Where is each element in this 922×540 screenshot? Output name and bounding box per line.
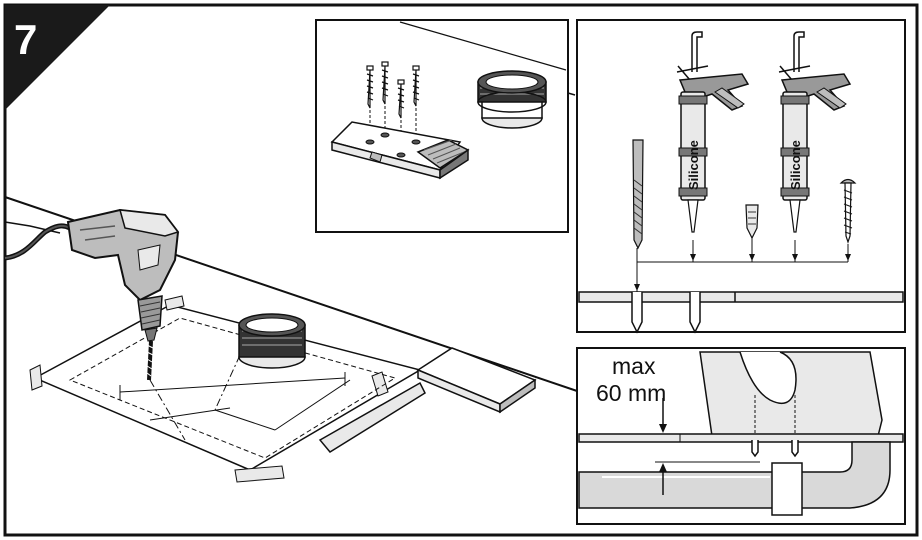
step-number: 7 <box>14 16 37 63</box>
sealant-panel: Silicone Silicone <box>576 19 906 334</box>
caulk-gun-icon: Silicone <box>676 31 750 233</box>
guide-arrowheads <box>634 254 851 291</box>
cutout-outline <box>68 317 397 459</box>
fixture-screws <box>754 395 796 440</box>
step-badge-bg <box>5 5 110 110</box>
wall-plug-icon <box>745 204 759 240</box>
pipe-icon <box>578 441 891 516</box>
tape-bottom <box>234 465 285 483</box>
worktop-section <box>578 433 904 443</box>
screw-icon <box>839 178 857 244</box>
main-scene <box>4 24 581 483</box>
bracket-icon <box>330 121 470 180</box>
clearance-value-label: 60 mm <box>596 380 666 406</box>
tape-top <box>164 295 185 311</box>
fixture-cutout <box>739 351 797 405</box>
flange-ring <box>238 313 306 369</box>
drilled-holes <box>631 292 701 334</box>
step-badge: 7 <box>5 5 110 110</box>
cartridge-label-2: Silicone <box>788 140 803 190</box>
fittings-panel <box>315 19 569 233</box>
fixing-screws <box>751 440 799 458</box>
wood-block-side <box>499 378 536 414</box>
caulk-gun-icon: Silicone <box>778 31 852 233</box>
drill-icon <box>66 208 180 381</box>
max-label: max <box>612 353 656 379</box>
drill-bit-icon <box>632 139 644 250</box>
template-dimensions <box>119 354 351 441</box>
clearance-dimension <box>655 398 760 495</box>
clearance-panel: max 60 mm <box>576 347 906 525</box>
support-board <box>318 381 426 453</box>
drill-cord-highlight <box>4 224 71 259</box>
cartridge-label-1: Silicone <box>686 140 701 190</box>
tape-left <box>29 364 43 391</box>
ring-icon <box>477 70 547 129</box>
worktop-section <box>578 291 904 303</box>
